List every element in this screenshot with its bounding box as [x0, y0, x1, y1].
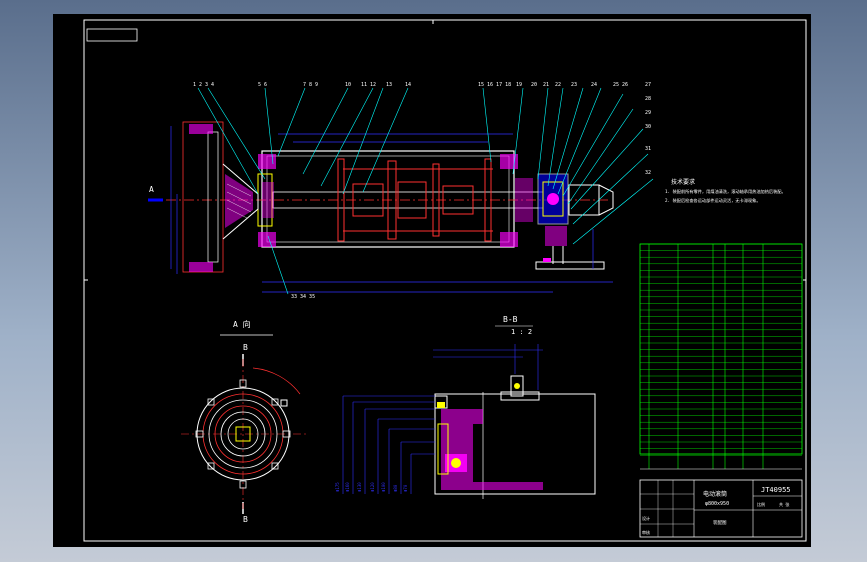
svg-text:13: 13 [386, 82, 392, 88]
svg-text:30: 30 [645, 124, 651, 130]
svg-text:20: 20 [531, 82, 537, 88]
svg-text:7 8 9: 7 8 9 [303, 82, 318, 88]
tech-req-line-2: 2. 装配后检查各运动部件运动灵活，无卡滞现象。 [665, 197, 761, 204]
section-bb-label: B-B [503, 315, 518, 324]
technical-requirements: 技术要求 1. 装配前所有零件，用煤油清洗，滚动轴承用热油加热后装配。 2. 装… [665, 178, 786, 204]
svg-text:Φ100: Φ100 [381, 482, 386, 492]
svg-text:11 12: 11 12 [361, 82, 376, 88]
svg-text:29: 29 [645, 110, 651, 116]
svg-text:22: 22 [555, 82, 561, 88]
svg-text:25 26: 25 26 [613, 82, 628, 88]
svg-text:19: 19 [516, 82, 522, 88]
svg-text:Φ70: Φ70 [403, 484, 408, 492]
svg-text:21: 21 [543, 82, 549, 88]
title-block: 电动滚筒 φ800x950 JT40955 装配图 比例 共 张 设计 审核 [639, 468, 803, 538]
svg-text:Φ80: Φ80 [393, 484, 398, 492]
drawing-canvas: A [83, 19, 807, 542]
svg-text:Φ130: Φ130 [357, 482, 362, 492]
title-spec: φ800x950 [705, 501, 729, 507]
section-mark-b-top: B [243, 343, 248, 352]
title-name: 电动滚筒 [703, 490, 727, 498]
corner-code-box [86, 28, 138, 42]
checker-label: 审核 [642, 529, 650, 535]
svg-text:33 34 35: 33 34 35 [291, 294, 315, 300]
svg-text:Φ160: Φ160 [345, 482, 350, 492]
svg-text:24: 24 [591, 82, 597, 88]
svg-text:Φ120: Φ120 [370, 482, 375, 492]
title-material: 装配图 [713, 519, 727, 526]
scale-label: 比例 [757, 501, 765, 507]
view-a: A 向 B B [181, 319, 308, 524]
tech-req-line-1: 1. 装配前所有零件，用煤油清洗，滚动轴承用热油加热后装配。 [665, 188, 786, 195]
sheet-label: 共 张 [779, 501, 789, 507]
main-assembly-view: A [148, 82, 654, 300]
bill-of-materials [639, 243, 803, 469]
svg-text:1 2 3 4: 1 2 3 4 [193, 82, 214, 88]
svg-text:31: 31 [645, 146, 651, 152]
svg-text:5 6: 5 6 [258, 82, 267, 88]
svg-text:Φ175: Φ175 [335, 482, 340, 492]
view-arrow-a: A [149, 185, 154, 194]
drawing-sheet: A [53, 14, 811, 547]
svg-text:14: 14 [405, 82, 411, 88]
section-b-b: B-B 1 : 2 [335, 315, 596, 499]
svg-text:28: 28 [645, 96, 651, 102]
svg-text:10: 10 [345, 82, 351, 88]
drum-shell [261, 150, 515, 248]
tech-req-title: 技术要求 [671, 178, 695, 186]
svg-text:32: 32 [645, 170, 651, 176]
section-mark-b-bottom: B [243, 515, 248, 524]
section-bb-scale: 1 : 2 [511, 328, 532, 336]
designer-label: 设计 [642, 515, 650, 521]
view-a-label: A 向 [233, 319, 251, 329]
svg-text:27: 27 [645, 82, 651, 88]
drawing-number: JT40955 [761, 486, 791, 494]
svg-text:15 16 17 18: 15 16 17 18 [478, 82, 511, 88]
svg-text:23: 23 [571, 82, 577, 88]
